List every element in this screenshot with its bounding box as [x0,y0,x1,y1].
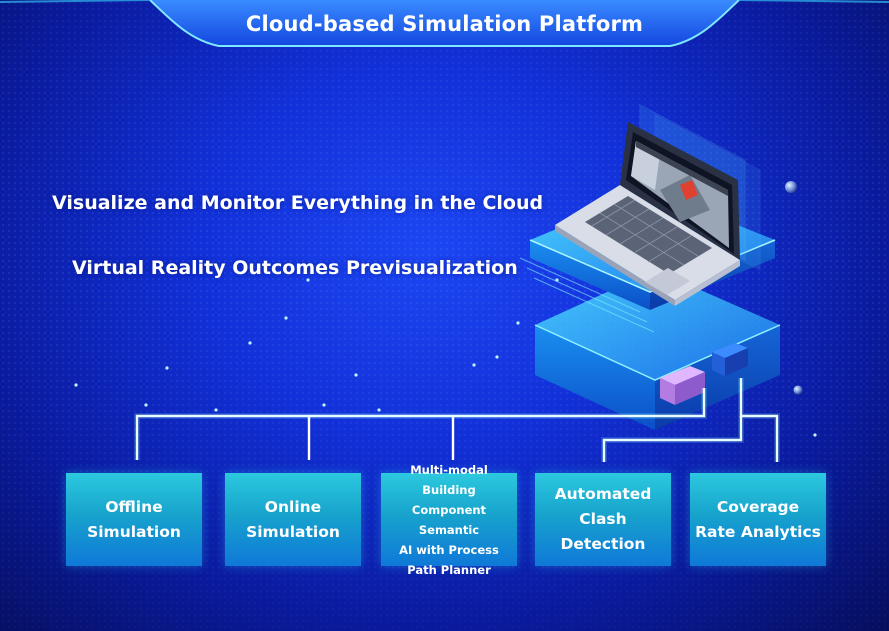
title-banner [0,0,889,47]
module-offline-simulation: Offline Simulation [66,473,202,566]
module-clash-detection: Automated Clash Detection [535,473,671,566]
module-label: Multi-modal Building Component Semantic … [399,462,499,577]
headline-visualize: Visualize and Monitor Everything in the … [52,192,544,214]
orb-icon [793,385,803,395]
module-label: Offline Simulation [87,497,181,541]
module-label: Coverage Rate Analytics [695,497,821,541]
module-semantic-ai-path-planner: Multi-modal Building Component Semantic … [381,463,517,577]
page-title: Cloud-based Simulation Platform [245,12,644,36]
module-label: Online Simulation [246,497,340,541]
connector-glow [134,378,780,462]
module-coverage-analytics: Coverage Rate Analytics [690,473,826,566]
orb-icon [785,181,797,193]
module-label: Automated Clash Detection [554,485,652,553]
connector-lines [135,378,779,462]
module-online-simulation: Online Simulation [225,473,361,566]
laptop-illustration [555,122,740,306]
headline-vr-previsualization: Virtual Reality Outcomes Previsualizatio… [72,257,518,279]
light-pillars [75,280,816,470]
